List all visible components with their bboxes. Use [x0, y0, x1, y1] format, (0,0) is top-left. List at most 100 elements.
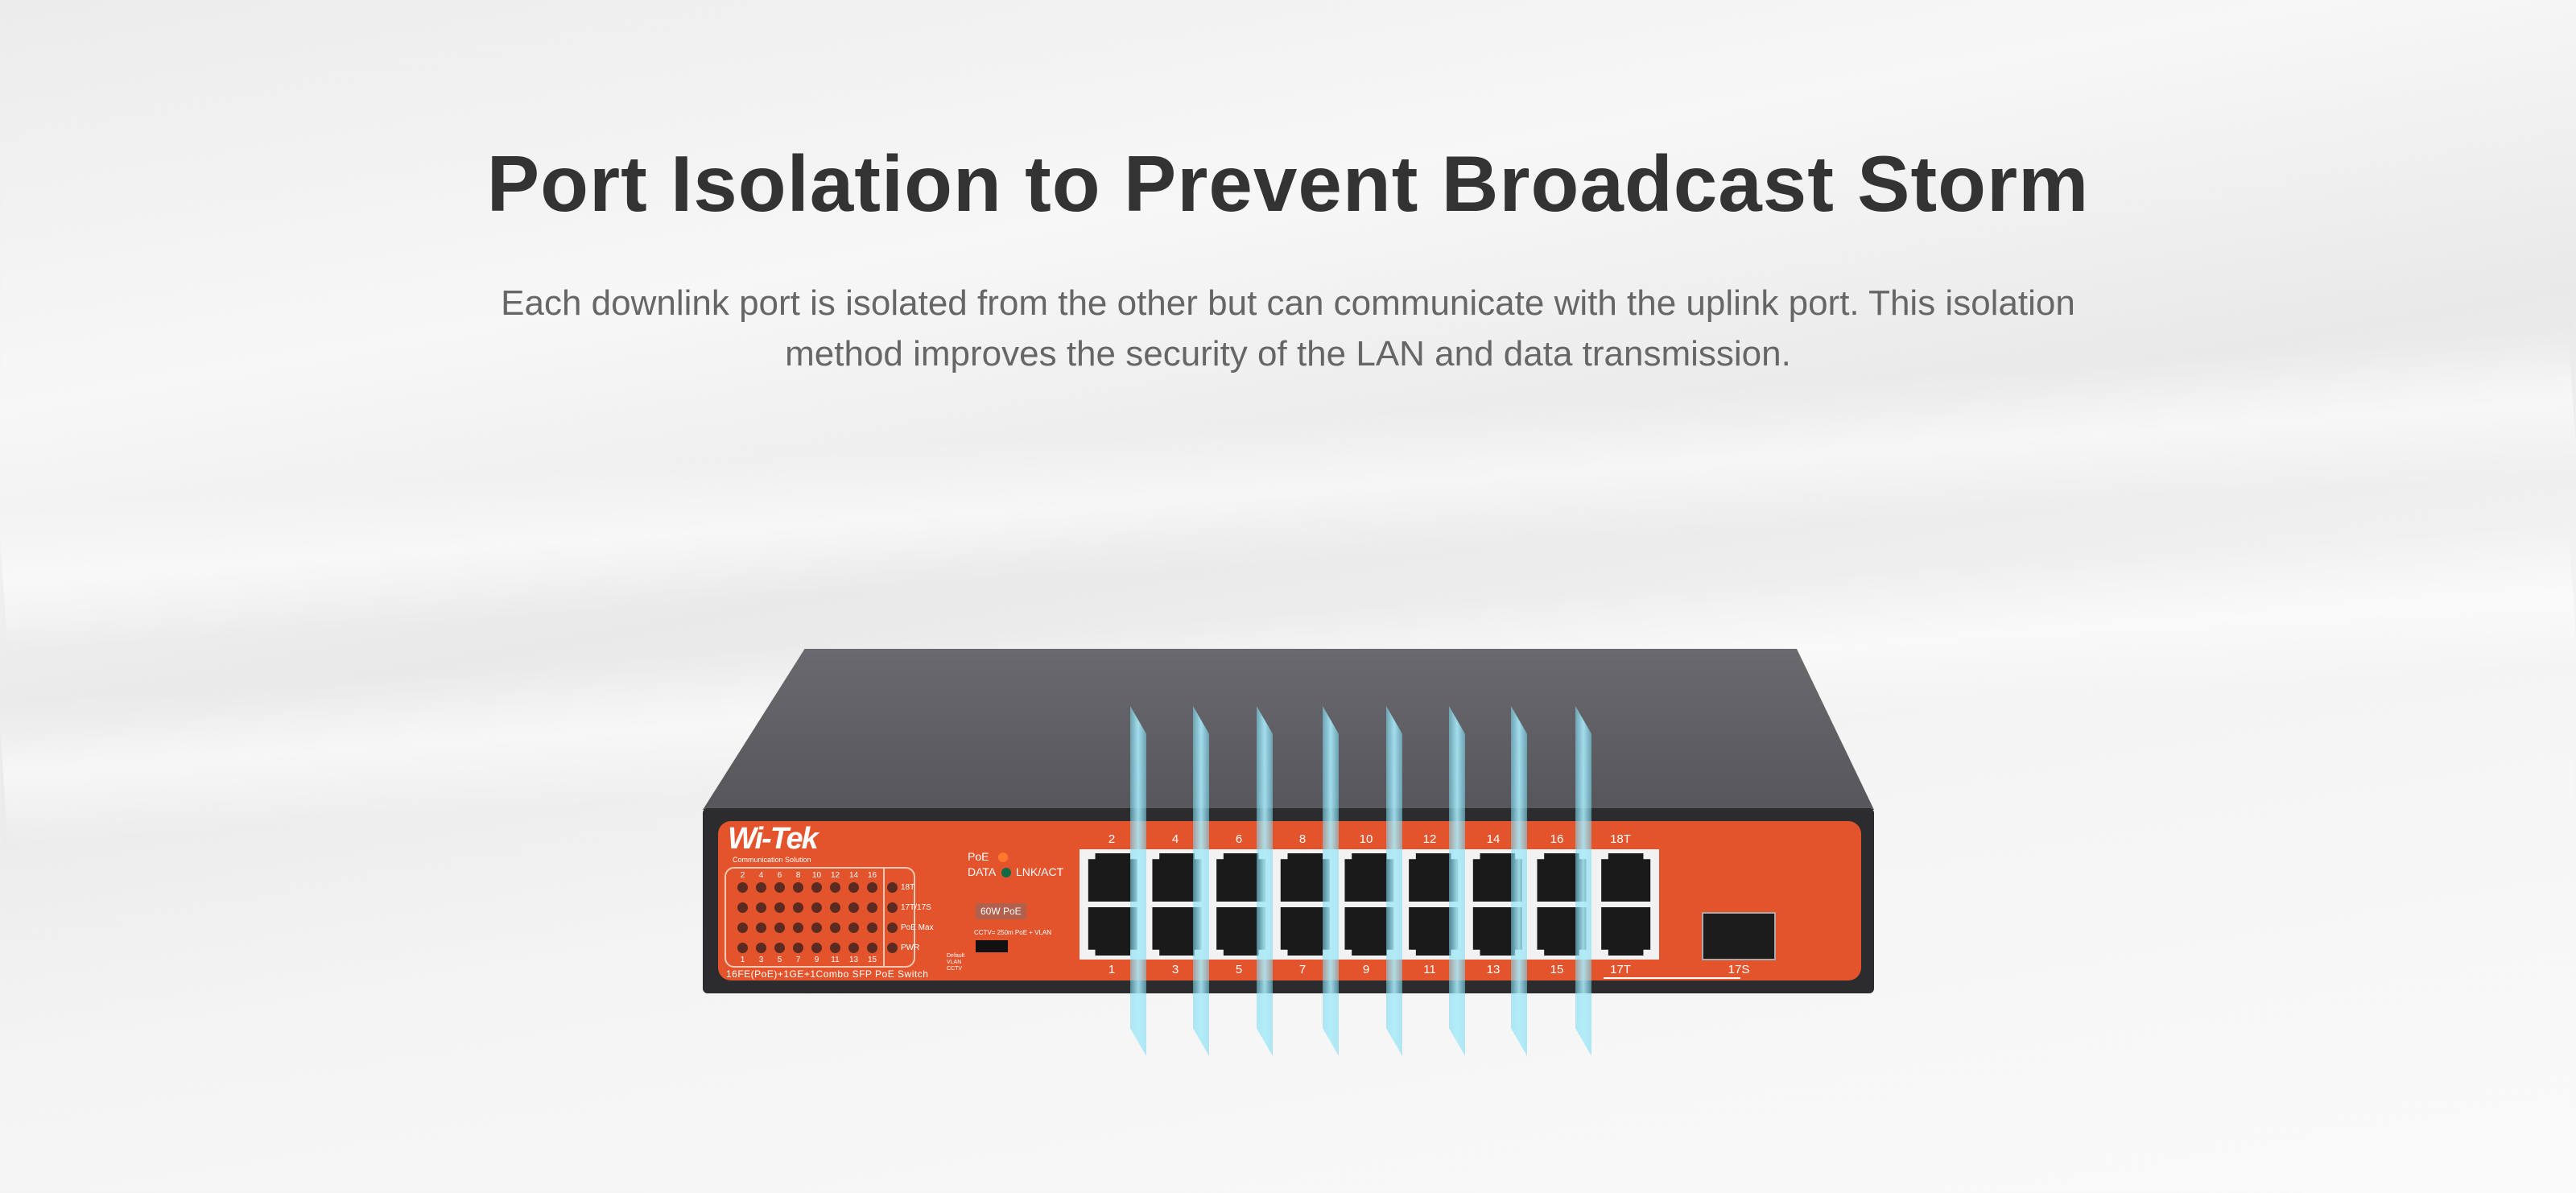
model-name: 16FE(PoE)+1GE+1Combo SFP PoE Switch	[726, 968, 929, 980]
port-led	[811, 882, 822, 893]
description-line: method improves the security of the LAN …	[785, 334, 1791, 374]
rj45-port[interactable]	[1601, 853, 1651, 902]
dip-switch[interactable]	[976, 940, 1008, 952]
description-line: Each downlink port is isolated from the …	[501, 283, 2075, 323]
port-led	[793, 943, 803, 953]
port-led	[867, 923, 877, 933]
brand-tagline: Communication Solution	[733, 856, 811, 864]
port-led	[811, 943, 822, 953]
brand-logo: Wi-Tek	[728, 822, 819, 856]
port-label: 17T	[1610, 963, 1631, 976]
poe-led-icon	[998, 852, 1008, 862]
port-led	[848, 882, 859, 893]
port-led	[848, 902, 859, 913]
port-led	[867, 882, 877, 893]
rj45-port[interactable]	[1601, 907, 1651, 956]
port-led	[848, 943, 859, 953]
port-led	[811, 923, 822, 933]
led-number: 14	[848, 871, 859, 880]
port-led	[811, 902, 822, 913]
led-number: 9	[814, 956, 819, 964]
port-led	[830, 943, 840, 953]
port-label: 7	[1298, 963, 1307, 976]
isolation-beam	[1386, 706, 1402, 1056]
rj45-port[interactable]	[1280, 907, 1330, 956]
led-number: 1	[740, 956, 745, 964]
port-led	[830, 902, 840, 913]
port-label: 6	[1235, 832, 1243, 846]
port-label: 9	[1362, 963, 1370, 976]
port-led	[737, 902, 748, 913]
led-number: 15	[867, 956, 877, 964]
led-number: 13	[848, 956, 859, 964]
port-label: 16	[1550, 832, 1564, 846]
poe-badge: 60W PoE	[976, 903, 1026, 919]
dip-label: CCTV	[947, 966, 963, 972]
isolation-beam	[1323, 706, 1339, 1056]
led-number: 6	[777, 871, 782, 880]
led-number: 8	[795, 871, 801, 880]
port-led	[774, 943, 785, 953]
port-label: 8	[1298, 832, 1307, 846]
port-label: 10	[1359, 832, 1373, 846]
sfp-port[interactable]	[1702, 912, 1776, 960]
port-label: 1	[1108, 963, 1116, 976]
led-number: 11	[831, 956, 840, 964]
mode-note: CCTV= 250m PoE + VLAN	[974, 929, 1052, 936]
port-label: 14	[1486, 832, 1501, 846]
port-label: 4	[1171, 832, 1179, 846]
port-led	[867, 943, 877, 953]
status-led	[887, 943, 898, 953]
status-led-label: 17T/17S	[901, 903, 931, 912]
port-led	[793, 902, 803, 913]
rj45-port[interactable]	[1280, 853, 1330, 902]
port-led	[756, 882, 766, 893]
port-led	[867, 902, 877, 913]
led-number: 10	[811, 871, 822, 880]
rj45-port[interactable]	[1344, 907, 1394, 956]
led-number: 16	[867, 871, 877, 880]
switch-top-cover	[703, 649, 1874, 810]
legend-lnk-act: LNK/ACT	[1016, 865, 1064, 878]
led-number: 5	[777, 956, 782, 964]
port-led	[774, 923, 785, 933]
isolation-beam	[1511, 706, 1527, 1056]
port-led	[848, 923, 859, 933]
port-label: 11	[1423, 963, 1436, 976]
port-label: 5	[1235, 963, 1243, 976]
status-led-label: 18T	[901, 883, 915, 892]
isolation-beam	[1575, 706, 1591, 1056]
port-led	[737, 943, 748, 953]
port-label: 12	[1422, 832, 1437, 846]
port-led	[830, 882, 840, 893]
legend-data: DATA	[968, 865, 997, 878]
port-led	[774, 902, 785, 913]
legend-poe: PoE	[968, 850, 989, 863]
status-led-label: PoE Max	[901, 923, 934, 932]
port-led	[793, 923, 803, 933]
rj45-port[interactable]	[1088, 853, 1137, 902]
data-led-icon	[1001, 868, 1011, 877]
port-led	[774, 882, 785, 893]
sfp-label: 17S	[1728, 963, 1750, 976]
isolation-beam	[1193, 706, 1209, 1056]
dip-label: Default	[947, 953, 965, 959]
port-led	[737, 882, 748, 893]
status-led	[887, 902, 898, 913]
rj45-port[interactable]	[1088, 907, 1137, 956]
led-number: 12	[830, 871, 840, 880]
port-led	[756, 923, 766, 933]
status-led	[887, 923, 898, 933]
rj45-port[interactable]	[1344, 853, 1394, 902]
port-led	[793, 882, 803, 893]
led-number: 3	[758, 956, 764, 964]
port-led	[737, 923, 748, 933]
led-number: 7	[795, 956, 801, 964]
port-label: 15	[1550, 963, 1564, 976]
led-number: 4	[758, 871, 764, 880]
status-led	[887, 882, 898, 893]
isolation-beam	[1449, 706, 1465, 1056]
port-led	[756, 943, 766, 953]
